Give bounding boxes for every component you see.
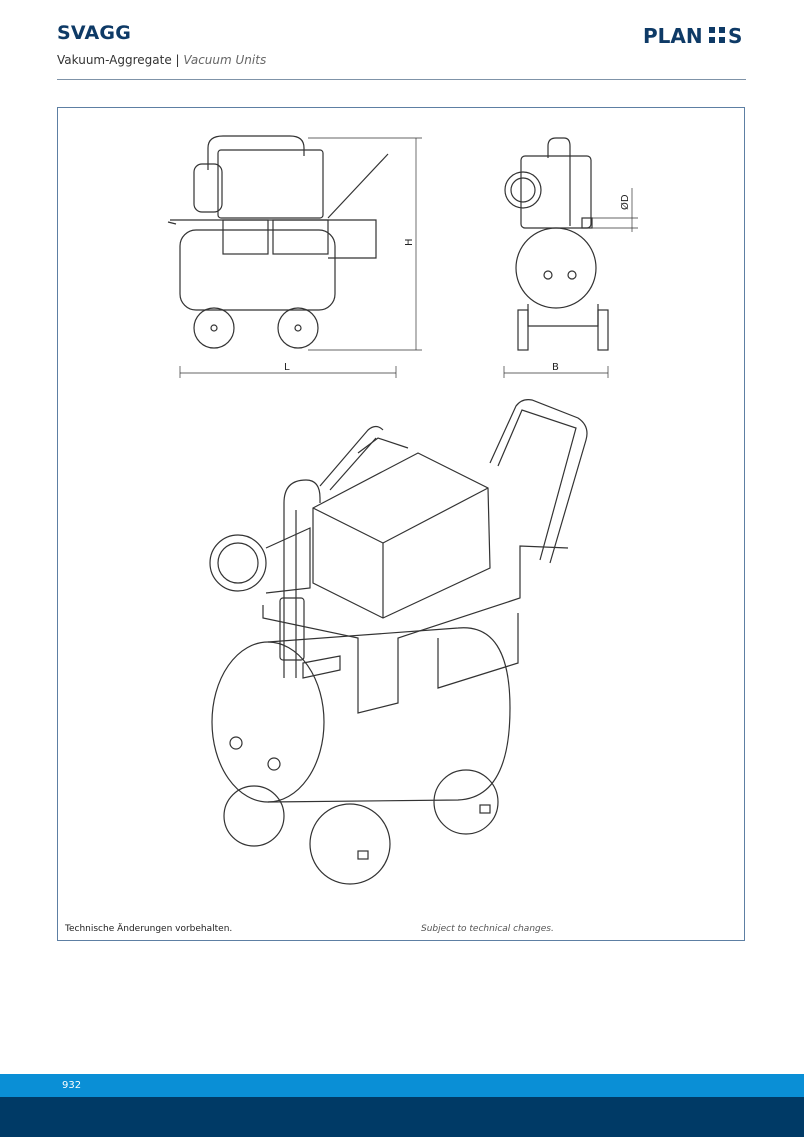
footer-band-dark (0, 1097, 804, 1137)
page-subtitle: Vakuum-Aggregate | Vacuum Units (57, 53, 266, 67)
drawing-frame: L H B ØD (57, 107, 745, 941)
side-view-dimensions (179, 137, 422, 378)
subtitle-separator: | (171, 53, 184, 67)
front-view (504, 137, 609, 351)
svg-text:PLAN: PLAN (643, 24, 703, 48)
subtitle-english: Vacuum Units (183, 53, 267, 67)
svg-text:S: S (728, 24, 742, 48)
note-english: Subject to technical changes. (421, 924, 554, 934)
side-view (167, 135, 389, 349)
page-title: SVAGG (57, 22, 131, 44)
isometric-view (209, 399, 588, 885)
front-view-dimensions (503, 188, 638, 378)
note-german: Technische Änderungen vorbehalten. (65, 924, 233, 934)
planos-logo: PLAN S (643, 24, 742, 48)
dim-height-label: H (404, 238, 415, 246)
dim-length-label: L (284, 362, 290, 373)
header-rule (57, 79, 746, 80)
page-number: 932 (62, 1080, 82, 1091)
footer-band-light (0, 1074, 804, 1097)
subtitle-german: Vakuum-Aggregate (57, 53, 172, 67)
technical-drawing: L H B ØD (167, 135, 638, 885)
dim-diameter-label: ØD (619, 194, 631, 210)
dim-width-label: B (552, 362, 559, 373)
